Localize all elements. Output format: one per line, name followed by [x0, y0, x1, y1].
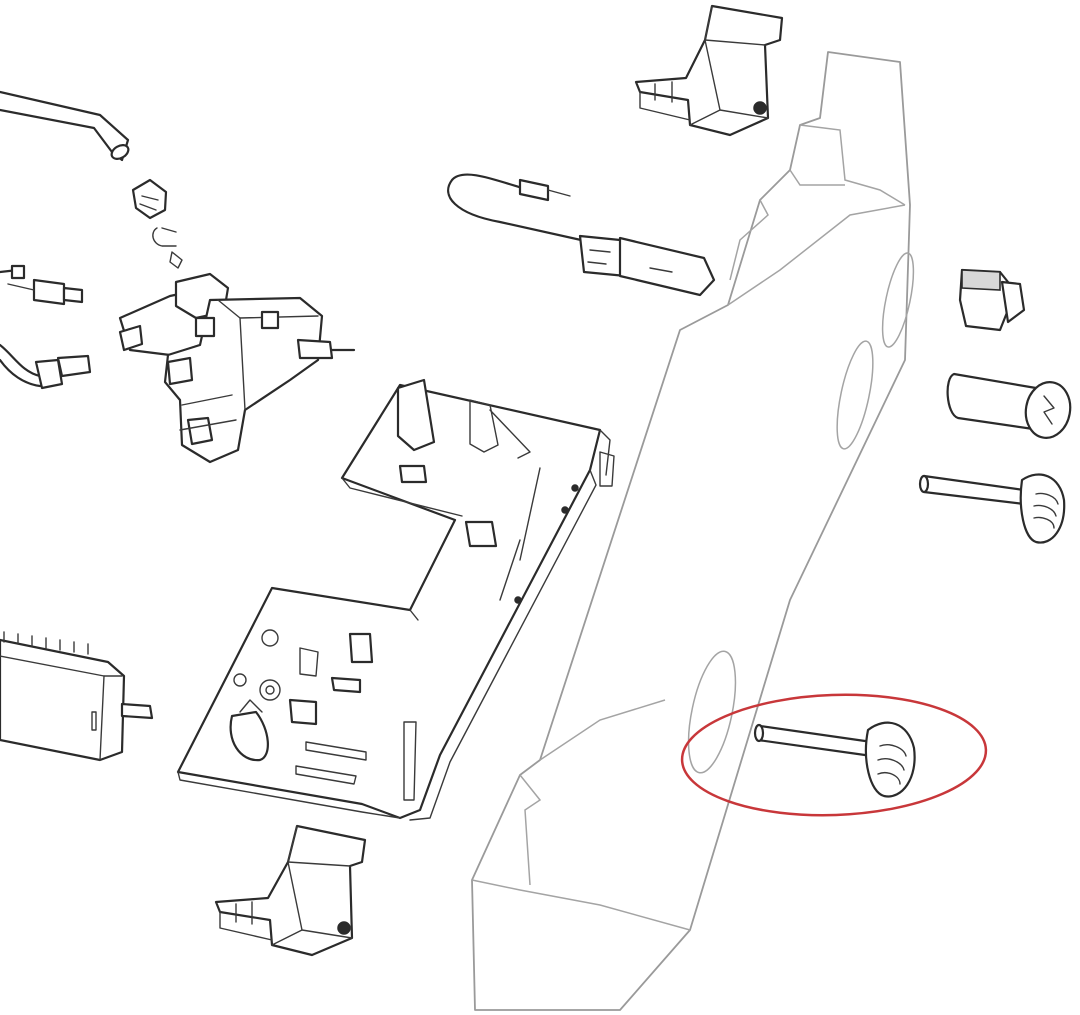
- mounting-bracket-bottom: [214, 824, 367, 957]
- pipe-nut: [131, 178, 168, 220]
- control-knob-with-shaft: [753, 721, 916, 798]
- control-panel-housing: [471, 51, 915, 1011]
- timer-switch-block: [0, 631, 154, 762]
- mounting-bracket-top: [634, 4, 784, 137]
- spark-igniter-lead: [447, 173, 716, 297]
- gas-valve-assembly: [118, 272, 356, 464]
- pipe-olive: [152, 227, 183, 269]
- highlight-ring: [680, 693, 988, 817]
- thermocouple-connector-lower: [0, 343, 92, 390]
- push-button-switch: [958, 268, 1026, 332]
- gas-pipe: [0, 90, 130, 162]
- control-circuit-board: [176, 378, 615, 821]
- spark-generator-button: [946, 372, 1072, 439]
- control-knob-upper: [918, 473, 1066, 544]
- thermocouple-connector-upper: [0, 264, 84, 306]
